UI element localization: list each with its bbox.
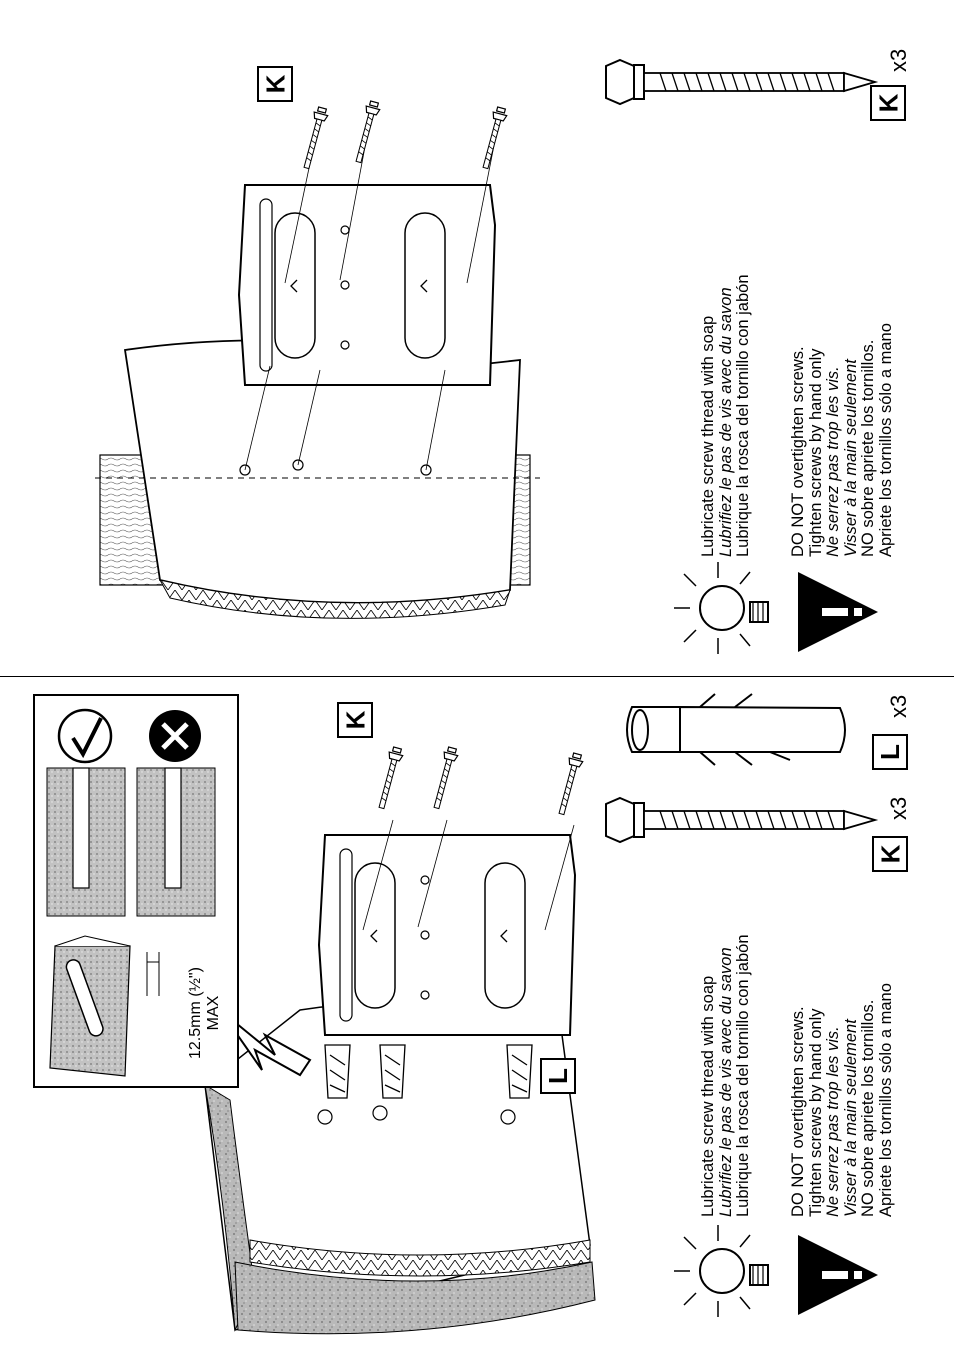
part-label-k-top-drawing: K [257,66,293,102]
warning-triangle-icon [800,580,801,581]
part-count-k-top: x3 [886,48,911,72]
depth-dimension-label: 12.5mm (½") MAX [187,967,222,1059]
part-label-k-top: K [870,85,906,121]
part-label-k-bottom-drawing: K [337,702,373,738]
part-label-l-bottom: L [872,734,908,770]
drilling-depth-inset: 12.5mm (½") MAX [33,694,239,1088]
part-label-k-bottom: K [872,836,908,872]
bottom-warning-text: DO NOT overtighten screws. Tighten screw… [789,983,895,1217]
lag-screw-icon [600,60,601,61]
warning-triangle-icon [800,1240,801,1241]
part-label-l-bottom-drawing: L [540,1058,576,1094]
part-count-l-bottom: x3 [886,694,911,718]
lag-screw-icon [600,800,601,801]
lightbulb-icon [680,580,681,581]
x-circle-icon [175,736,176,737]
panel-divider [0,676,954,677]
wall-anchor-icon [630,710,631,711]
bottom-tip-text: Lubricate screw thread with soap Lubrifi… [699,934,752,1217]
top-warning-text: DO NOT overtighten screws. Tighten screw… [789,323,895,557]
part-count-k-bottom: x3 [886,796,911,820]
top-tip-text: Lubricate screw thread with soap Lubrifi… [699,274,752,557]
inset-drawing [46,708,216,1077]
check-circle-icon [85,736,86,737]
lightbulb-icon [680,1240,681,1241]
